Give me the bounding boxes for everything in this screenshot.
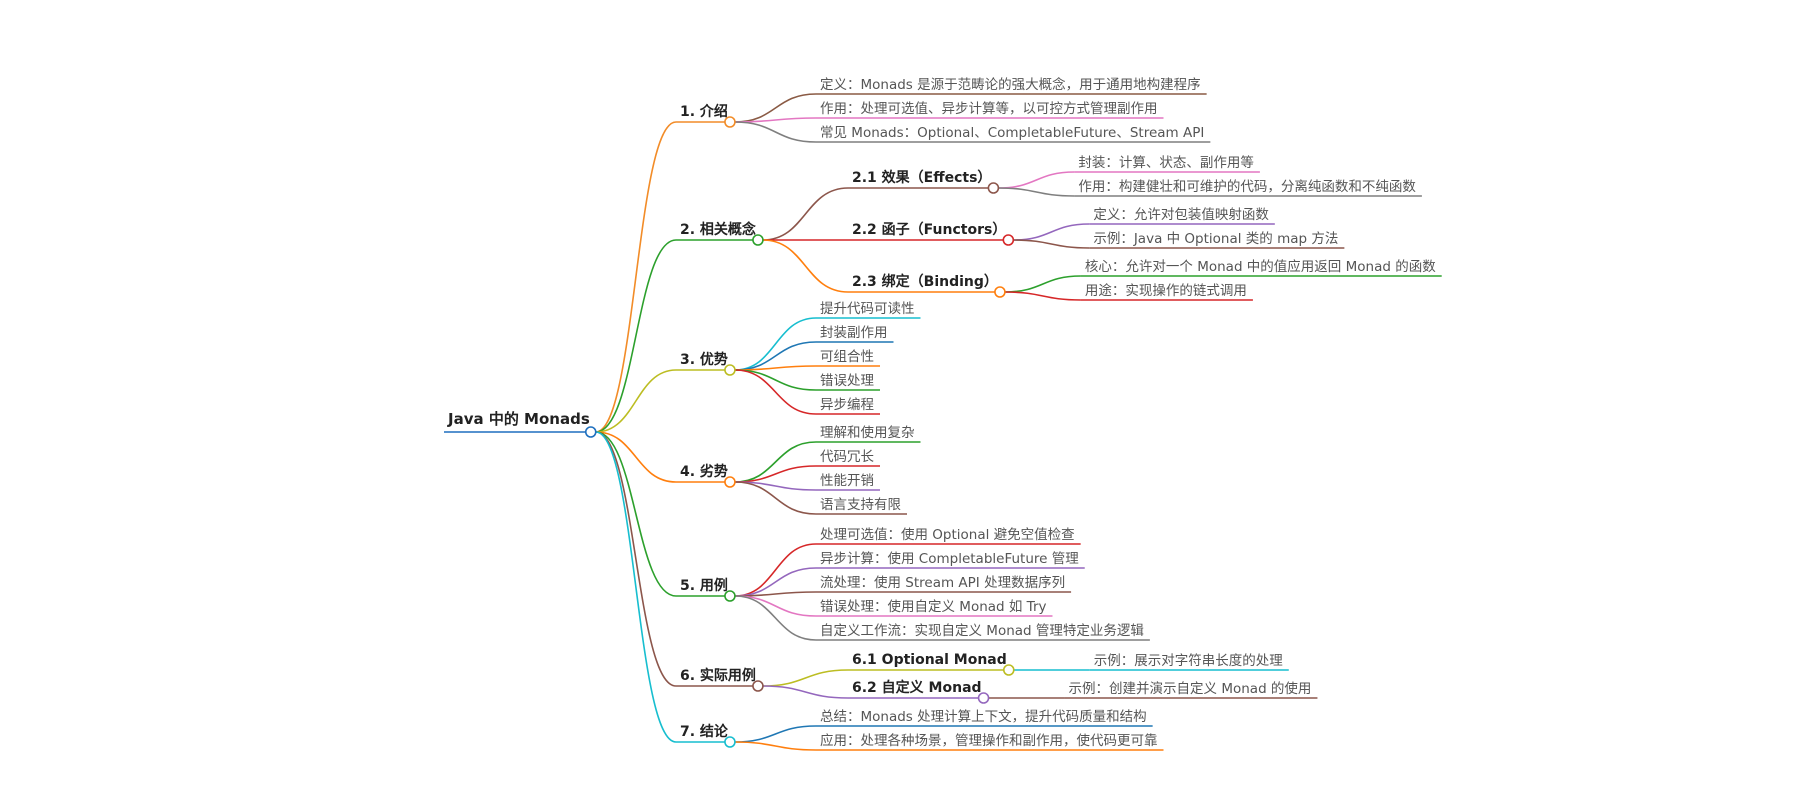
- branch-b3-dot[interactable]: [724, 364, 736, 376]
- b3-leaf-3[interactable]: 错误处理: [820, 373, 874, 389]
- edge-b2-sub-1-leaf-1: [1013, 239, 1090, 249]
- b4-leaf-1[interactable]: 代码冗长: [820, 449, 874, 465]
- b2-sub-1-leaf-0[interactable]: 定义：允许对包装值映射函数: [1093, 207, 1269, 223]
- b7-leaf-0[interactable]: 总结：Monads 处理计算上下文，提升代码质量和结构: [820, 709, 1147, 725]
- b6-sub-0[interactable]: 6.1 Optional Monad: [852, 652, 1007, 668]
- branch-b2[interactable]: 2. 相关概念: [680, 221, 757, 238]
- edge-root-b4: [595, 431, 677, 483]
- edge-root-b1: [595, 121, 677, 433]
- edge-b3-leaf-4: [734, 369, 817, 415]
- edge-b2-sub-0: [762, 187, 849, 241]
- branch-b7-dot[interactable]: [724, 736, 736, 748]
- b1-leaf-1[interactable]: 作用：处理可选值、异步计算等，以可控方式管理副作用: [820, 100, 1158, 117]
- branch-b4[interactable]: 4. 劣势: [680, 463, 728, 480]
- b3-leaf-2[interactable]: 可组合性: [820, 349, 874, 365]
- edge-b5-leaf-3: [734, 595, 817, 617]
- b4-leaf-3[interactable]: 语言支持有限: [820, 497, 901, 513]
- branch-b3[interactable]: 3. 优势: [680, 351, 728, 368]
- root-node-dot[interactable]: [584, 426, 597, 438]
- b4-leaf-0[interactable]: 理解和使用复杂: [820, 424, 915, 441]
- edge-b2-sub-2-leaf-0: [1004, 275, 1081, 293]
- b2-sub-0-dot[interactable]: [987, 182, 1000, 194]
- b3-leaf-0[interactable]: 提升代码可读性: [820, 301, 915, 317]
- b5-leaf-3[interactable]: 错误处理：使用自定义 Monad 如 Try: [820, 598, 1046, 615]
- branch-b5[interactable]: 5. 用例: [680, 577, 728, 594]
- edge-b4-leaf-3: [734, 481, 817, 515]
- b3-leaf-1[interactable]: 封装副作用: [820, 325, 888, 341]
- edge-root-b5: [595, 431, 677, 597]
- label-layer: Java 中的 Monads 1. 介绍 定义：Monads 是源于范畴论的强大概念…: [447, 76, 1436, 749]
- edge-b5-leaf-0: [734, 543, 817, 597]
- b2-sub-1-dot[interactable]: [1002, 234, 1015, 246]
- b6-sub-1[interactable]: 6.2 自定义 Monad: [852, 679, 982, 696]
- node-dot-layer: [584, 116, 1015, 748]
- edge-b3-leaf-0: [734, 317, 817, 371]
- b5-leaf-1[interactable]: 异步计算：使用 CompletableFuture 管理: [820, 550, 1079, 567]
- b6-sub-0-leaf-0[interactable]: 示例：展示对字符串长度的处理: [1094, 653, 1283, 669]
- b5-leaf-0[interactable]: 处理可选值：使用 Optional 避免空值检查: [820, 526, 1075, 543]
- b6-sub-1-leaf-0[interactable]: 示例：创建并演示自定义 Monad 的使用: [1069, 680, 1312, 697]
- b2-sub-2-dot[interactable]: [994, 286, 1006, 298]
- branch-b1[interactable]: 1. 介绍: [680, 103, 728, 120]
- b2-sub-2-leaf-0[interactable]: 核心：允许对一个 Monad 中的值应用返回 Monad 的函数: [1085, 258, 1436, 275]
- b2-sub-1[interactable]: 2.2 函子（Functors）: [852, 222, 1006, 238]
- edge-layer: [595, 93, 1090, 751]
- edge-b6-sub-1: [762, 685, 849, 699]
- branch-b4-dot[interactable]: [724, 476, 736, 488]
- edge-b4-leaf-0: [734, 441, 817, 483]
- edge-root-b6: [595, 431, 677, 687]
- b5-leaf-4[interactable]: 自定义工作流：实现自定义 Monad 管理特定业务逻辑: [820, 623, 1144, 639]
- b2-sub-1-leaf-1[interactable]: 示例：Java 中 Optional 类的 map 方法: [1093, 231, 1338, 247]
- edge-b1-leaf-2: [734, 121, 817, 143]
- branch-b7[interactable]: 7. 结论: [680, 723, 729, 740]
- edge-b7-leaf-1: [734, 741, 817, 751]
- edge-b2-sub-2: [762, 239, 849, 293]
- edge-b1-leaf-1: [734, 117, 817, 123]
- b7-leaf-1[interactable]: 应用：处理各种场景，管理操作和副作用，使代码更可靠: [820, 732, 1158, 749]
- b2-sub-2-leaf-1[interactable]: 用途：实现操作的链式调用: [1085, 282, 1247, 299]
- underline-layer: [444, 93, 1442, 751]
- b1-leaf-0[interactable]: 定义：Monads 是源于范畴论的强大概念，用于通用地构建程序: [820, 76, 1201, 93]
- b5-leaf-2[interactable]: 流处理：使用 Stream API 处理数据序列: [820, 574, 1065, 591]
- edge-b6-sub-0: [762, 669, 849, 687]
- branch-b5-dot[interactable]: [724, 590, 736, 602]
- branch-b6-dot[interactable]: [752, 680, 764, 692]
- edge-b2-sub-1-leaf-0: [1013, 223, 1090, 241]
- b4-leaf-2[interactable]: 性能开销: [820, 473, 874, 489]
- edge-root-b2: [595, 239, 677, 433]
- edge-root-b7: [595, 431, 677, 743]
- edge-b4-leaf-1: [734, 465, 817, 483]
- b6-sub-0-dot[interactable]: [1002, 664, 1015, 676]
- edge-b5-leaf-4: [734, 595, 817, 641]
- branch-b1-dot[interactable]: [724, 116, 736, 128]
- b2-sub-0-leaf-0[interactable]: 封装：计算、状态、副作用等: [1078, 154, 1254, 171]
- edge-root-b3: [595, 369, 677, 433]
- b6-sub-1-dot[interactable]: [977, 692, 990, 704]
- root-node[interactable]: Java 中的 Monads: [447, 410, 590, 428]
- edge-b7-leaf-0: [734, 725, 817, 743]
- edge-b2-sub-0-leaf-0: [998, 171, 1075, 189]
- b2-sub-0-leaf-1[interactable]: 作用：构建健壮和可维护的代码，分离纯函数和不纯函数: [1078, 178, 1416, 195]
- b3-leaf-4[interactable]: 异步编程: [820, 397, 874, 413]
- b1-leaf-2[interactable]: 常见 Monads：Optional、CompletableFuture、Str…: [820, 125, 1204, 141]
- edge-b2-sub-0-leaf-1: [998, 187, 1075, 197]
- branch-b6[interactable]: 6. 实际用例: [680, 667, 756, 684]
- branch-b2-dot[interactable]: [752, 234, 764, 246]
- edge-b2-sub-2-leaf-1: [1004, 291, 1081, 301]
- b2-sub-2[interactable]: 2.3 绑定（Binding）: [852, 273, 998, 290]
- b2-sub-0[interactable]: 2.1 效果（Effects）: [852, 169, 991, 186]
- edge-b3-leaf-3: [734, 369, 817, 391]
